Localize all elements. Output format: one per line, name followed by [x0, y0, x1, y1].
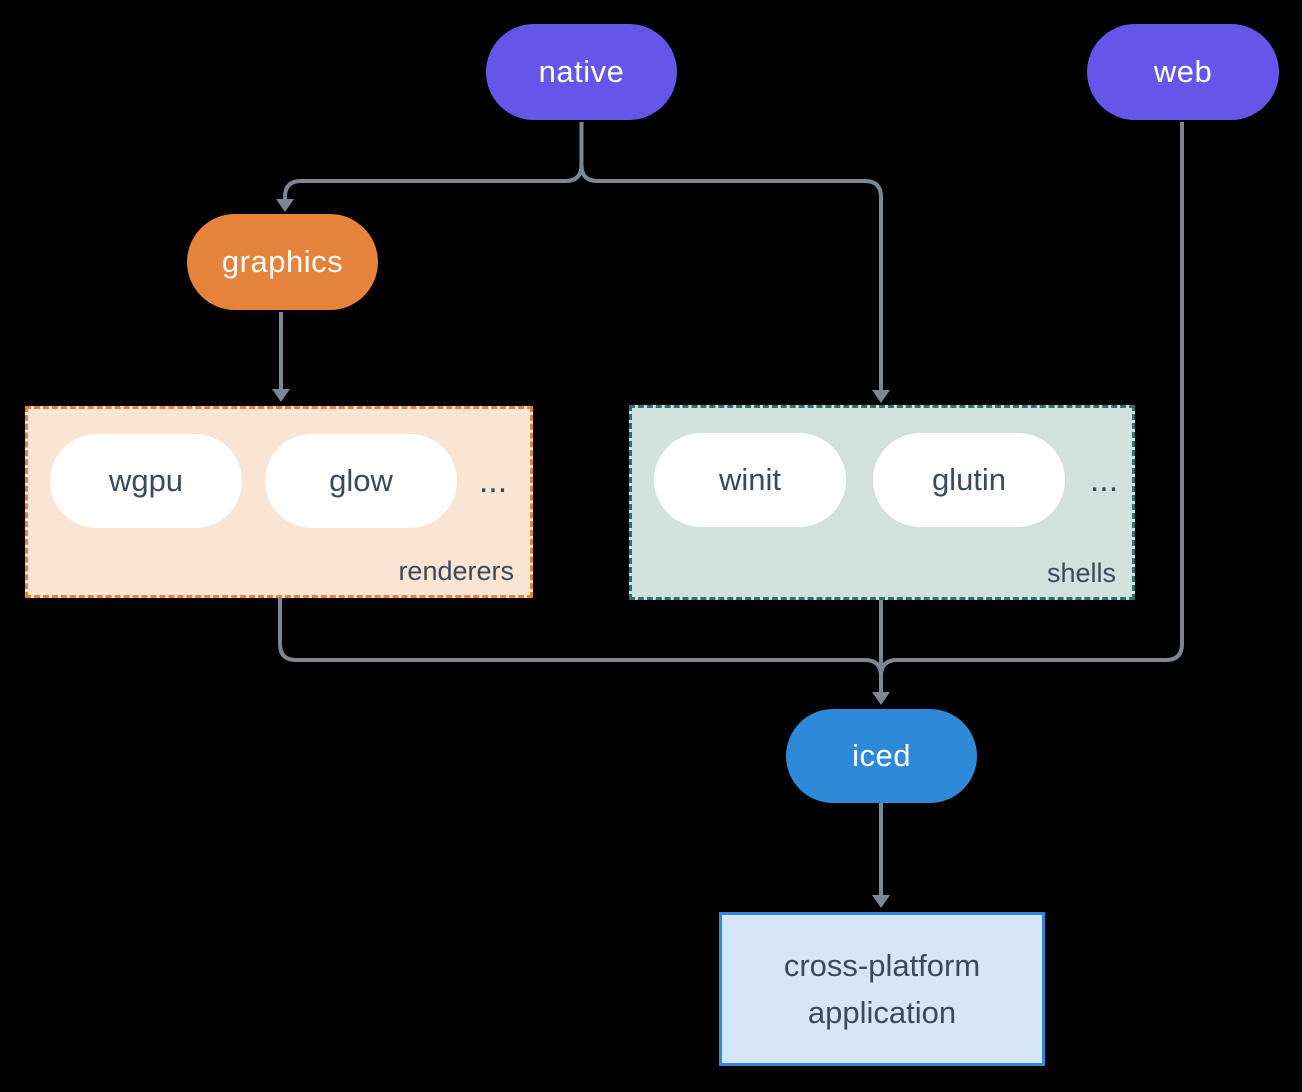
- group-shells: winit glutin ... shells: [629, 405, 1135, 600]
- pill-winit: winit: [654, 433, 846, 527]
- group-label-shells: shells: [1046, 558, 1116, 588]
- node-cross-platform-application: cross-platform application: [719, 912, 1045, 1066]
- pill-glow: glow: [265, 434, 457, 528]
- pill-glutin: glutin: [873, 433, 1065, 527]
- group-renderers: wgpu glow ... renderers: [25, 406, 533, 598]
- pill-wgpu: wgpu: [50, 434, 242, 528]
- arrowhead-graphics: [276, 199, 294, 212]
- node-iced: iced: [786, 709, 977, 803]
- arrowhead-iced: [872, 692, 890, 705]
- edge-native-shells: [579, 122, 883, 391]
- edge-native-graphics: [283, 122, 584, 200]
- edge-renderers-iced: [278, 598, 883, 677]
- arrowhead-shells: [872, 390, 890, 403]
- group-label-renderers: renderers: [398, 556, 514, 586]
- arrowhead-renderers: [272, 389, 290, 402]
- ellipsis-renderers: ...: [478, 462, 508, 500]
- node-native: native: [486, 24, 677, 120]
- app-label-line2: application: [807, 995, 957, 1030]
- app-label-line1: cross-platform: [783, 948, 981, 983]
- node-graphics: graphics: [187, 214, 378, 310]
- arrowhead-app: [872, 895, 890, 908]
- node-web: web: [1087, 24, 1279, 120]
- ellipsis-shells: ...: [1089, 461, 1119, 499]
